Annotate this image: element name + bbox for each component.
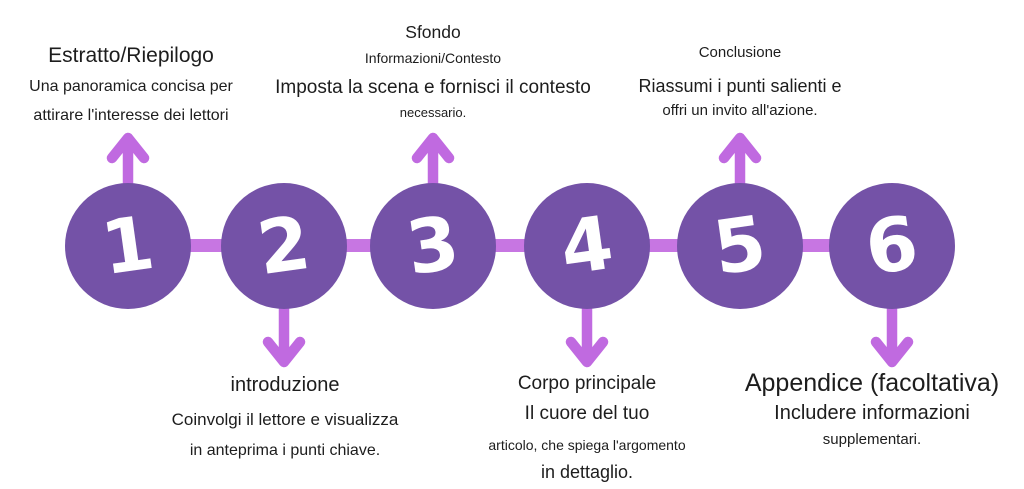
step-description-line: offri un invito all'azione.: [662, 102, 818, 119]
step-label-block-2: introduzione Coinvolgi il lettore e visu…: [155, 374, 415, 460]
step-circle-3: 3: [370, 183, 496, 309]
step-description-line: articolo, che spiega l'argomento: [488, 437, 686, 453]
step-circle-5: 5: [677, 183, 803, 309]
step-title: Appendice (facoltativa): [744, 369, 1000, 397]
step-title: Corpo principale: [517, 373, 657, 394]
step-title: introduzione: [230, 374, 340, 396]
step-description-line: necessario.: [399, 105, 467, 120]
step-circle-4: 4: [524, 183, 650, 309]
step-description-line: Includere informazioni: [774, 402, 970, 424]
step-number-4: 4: [555, 199, 619, 293]
step-circle-2: 2: [221, 183, 347, 309]
step-title: Conclusione: [698, 44, 782, 61]
step-number-3: 3: [401, 199, 465, 293]
step-description-line: in dettaglio.: [540, 462, 634, 482]
step-label-block-6: Appendice (facoltativa) Includere inform…: [722, 369, 1022, 448]
step-description-line: Coinvolgi il lettore e visualizza: [171, 410, 399, 429]
step-title: Sfondo: [405, 22, 461, 42]
step-description-line: Una panoramica concisa per: [29, 78, 233, 95]
step-subtitle: Informazioni/Contesto: [364, 50, 502, 66]
step-description-line: Imposta la scena e fornisci il contesto: [275, 77, 591, 98]
step-circle-6: 6: [829, 183, 955, 309]
step-description-line: supplementari.: [822, 431, 922, 448]
arrow-down-icon: [870, 300, 914, 368]
step-circle-1: 1: [65, 183, 191, 309]
step-description-line: in anteprima i punti chiave.: [189, 442, 381, 459]
step-number-5: 5: [708, 199, 772, 293]
step-label-block-3: Sfondo Informazioni/Contesto Imposta la …: [273, 22, 593, 120]
step-number-1: 1: [96, 199, 160, 293]
step-description-line: Il cuore del tuo: [524, 403, 650, 424]
arrow-down-icon: [262, 300, 306, 368]
step-description-line: Riassumi i punti salienti e: [638, 76, 842, 96]
step-number-2: 2: [252, 199, 316, 293]
step-title: Estratto/Riepilogo: [48, 44, 214, 67]
step-number-6: 6: [860, 199, 924, 293]
step-label-block-5: Conclusione Riassumi i punti salienti e …: [615, 44, 865, 119]
step-description-line: attirare l'interesse dei lettori: [33, 107, 229, 124]
step-label-block-4: Corpo principale Il cuore del tuo artico…: [457, 373, 717, 483]
step-label-block-1: Estratto/Riepilogo Una panoramica concis…: [0, 44, 262, 125]
arrow-down-icon: [565, 300, 609, 368]
